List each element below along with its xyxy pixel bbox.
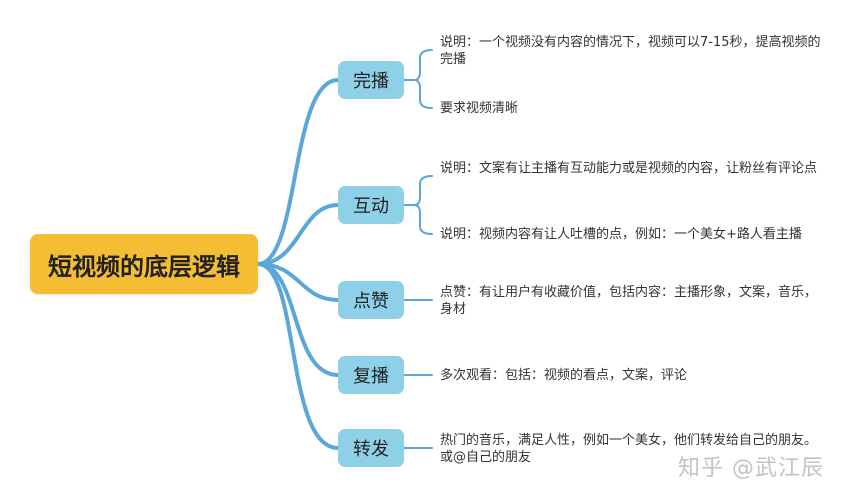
leaf-node-text: 说明：文案有让主播有互动能力或是视频的内容，让粉丝有评论点	[440, 161, 818, 176]
branch-node-label: 复播	[353, 366, 389, 387]
branch-node-share[interactable]: 转发	[338, 429, 404, 467]
leaf-node-text: 多次观看：包括：视频的看点，文案，评论	[440, 368, 688, 383]
branch-node-complete[interactable]: 完播	[338, 61, 404, 99]
watermark: 知乎 @武江辰	[678, 456, 824, 481]
leaf-node-text: 说明：一个视频没有内容的情况下，视频可以7-15秒，提高视频的完播	[440, 35, 821, 67]
connector-complete-leaves	[403, 49, 433, 109]
leaf-node-text: 要求视频清晰	[440, 101, 519, 116]
branch-node-label: 互动	[353, 196, 389, 217]
leaf-node-text: 点赞：有让用户有收藏价值，包括内容：主播形象，文案，音乐，身材	[440, 285, 818, 317]
connector-interaction-leaves	[403, 175, 433, 235]
branch-node-replay[interactable]: 复播	[338, 356, 404, 394]
connector-root-like	[256, 262, 340, 302]
branch-node-like[interactable]: 点赞	[338, 281, 404, 319]
root-node-label: 短视频的底层逻辑	[48, 252, 240, 281]
connector-root-interaction	[256, 203, 340, 266]
leaf-node-text: 说明：视频内容有让人吐槽的点，例如：一个美女+路人看主播	[440, 227, 802, 242]
branch-node-label: 转发	[353, 439, 389, 460]
connector-root-complete	[256, 78, 340, 266]
root-node[interactable]: 短视频的底层逻辑	[30, 234, 258, 294]
branch-node-label: 完播	[353, 71, 389, 92]
connector-root-share	[256, 262, 340, 450]
branch-node-interaction[interactable]: 互动	[338, 186, 404, 224]
leaf-node-text: 热门的音乐，满足人性，例如一个美女，他们转发给自己的朋友。或@自己的朋友	[440, 433, 818, 465]
branch-node-label: 点赞	[353, 291, 389, 312]
